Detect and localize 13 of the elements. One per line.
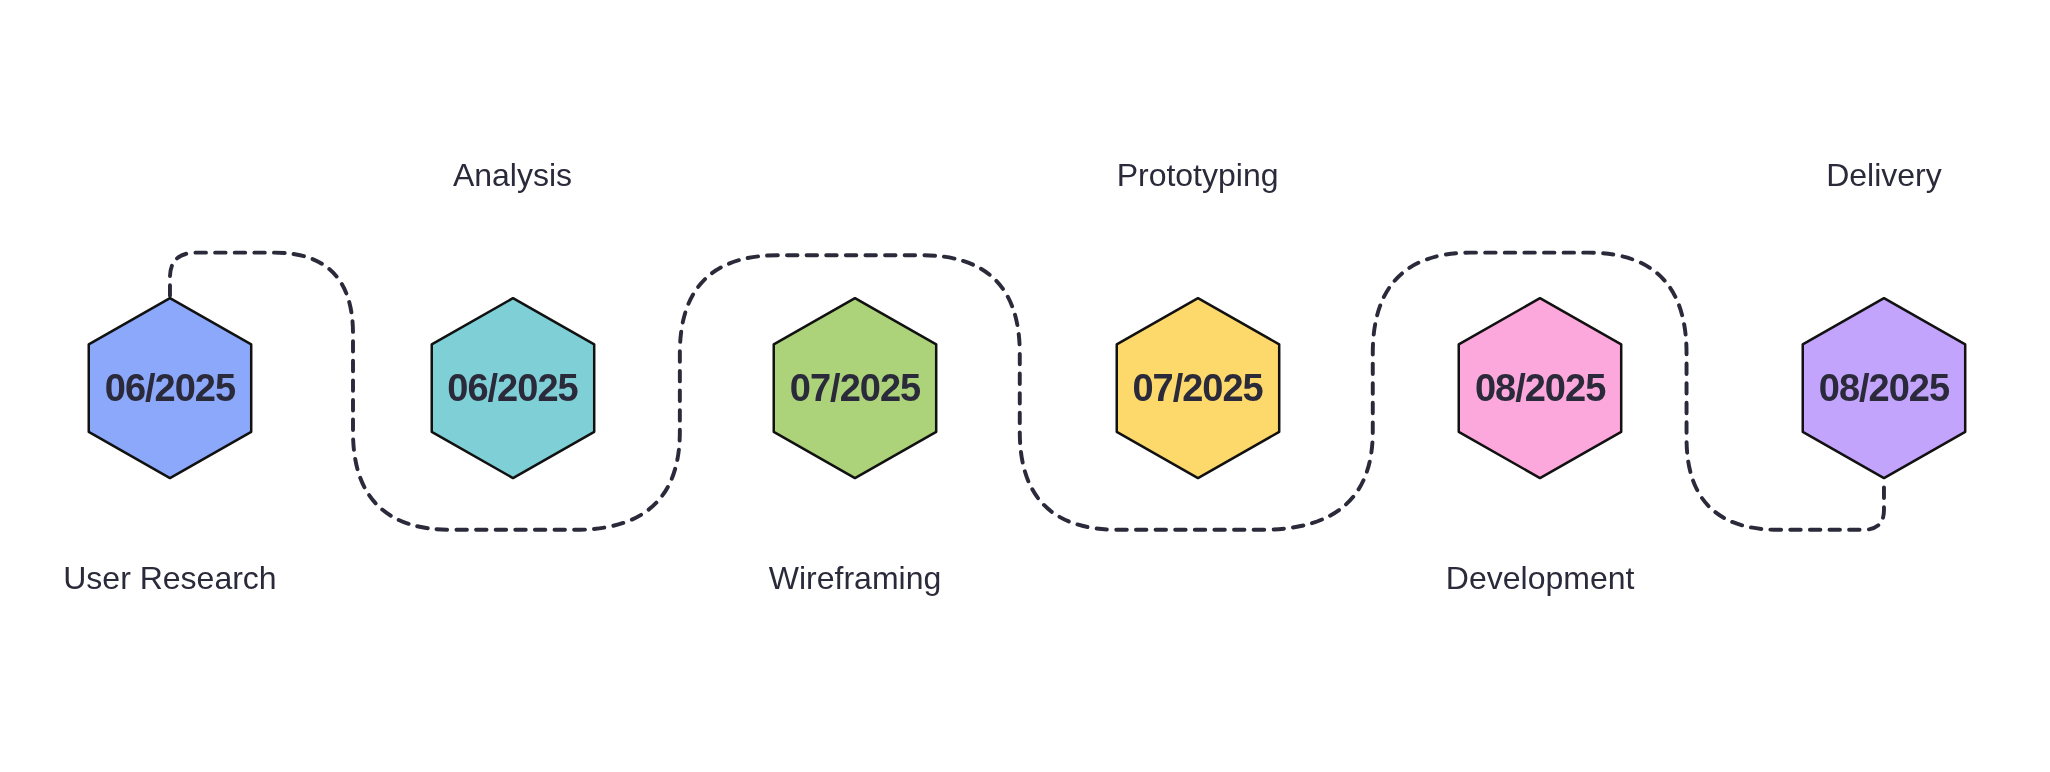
step-label: Analysis — [452, 156, 573, 194]
step-label: Development — [1445, 559, 1635, 597]
date-text: 06/2025 — [447, 366, 578, 410]
step-label: Wireframing — [768, 559, 942, 597]
dashed-path — [168, 250, 1886, 532]
step-label: User Research — [63, 559, 277, 597]
date-text: 06/2025 — [104, 366, 236, 410]
date-text: 07/2025 — [1132, 366, 1263, 410]
step-label: Delivery — [1826, 156, 1942, 194]
date-text: 08/2025 — [1818, 366, 1950, 410]
date-text: 08/2025 — [1474, 366, 1606, 410]
step-label: Prototyping — [1116, 156, 1279, 194]
date-text: 07/2025 — [789, 366, 921, 410]
